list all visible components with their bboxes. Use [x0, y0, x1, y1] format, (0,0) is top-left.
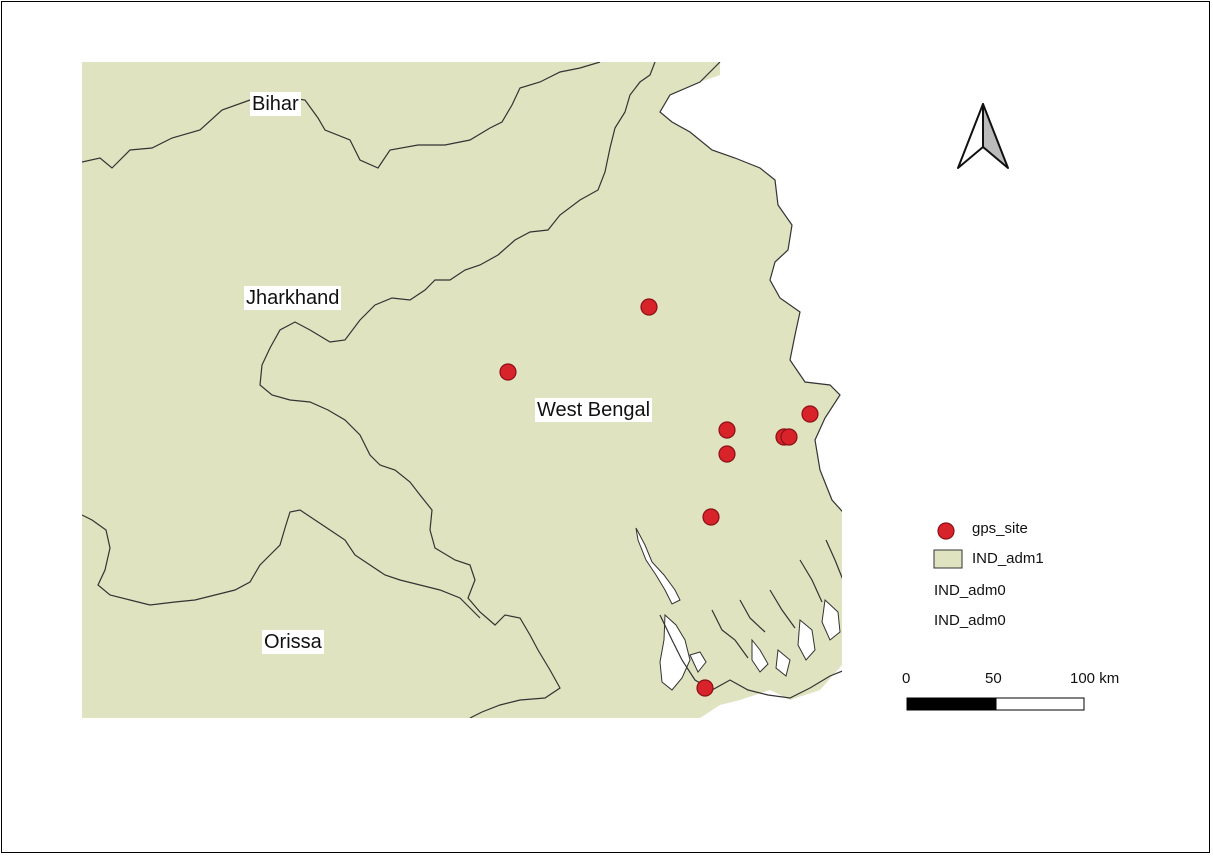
coastline [659, 539, 842, 699]
gps-site[interactable] [702, 508, 720, 526]
legend-gps-site-swatch [937, 522, 955, 540]
north-arrow-icon [957, 103, 1009, 169]
scale-bar [906, 697, 1085, 711]
gps-sites [499, 298, 819, 697]
label-west-bengal: West Bengal [535, 398, 653, 422]
gps-site[interactable] [718, 445, 736, 463]
scale-tick-50: 50 [985, 670, 1002, 687]
scale-tick-0: 0 [902, 670, 911, 687]
legend-label-ind-adm1: IND_adm1 [972, 550, 1044, 567]
border-jharkhand-westbengal [259, 62, 656, 718]
border-jharkhand-orissa [82, 509, 481, 619]
label-jharkhand: Jharkhand [244, 286, 342, 310]
gps-site[interactable] [801, 405, 819, 423]
label-bihar: Bihar [250, 92, 301, 116]
legend-ind-adm1-swatch [933, 549, 963, 569]
gps-site[interactable] [640, 298, 658, 316]
legend-label-gps-site: gps_site [972, 520, 1028, 537]
scale-tick-100: 100 km [1070, 670, 1120, 687]
border-westbengal-east [659, 62, 842, 513]
gps-site[interactable] [696, 679, 714, 697]
river-delta [635, 527, 841, 691]
legend-label-ind-adm0: IND_adm0 [934, 582, 1006, 599]
gps-site[interactable] [718, 421, 736, 439]
legend-label-ind-adm0-2: IND_adm0 [934, 612, 1006, 629]
land-area [82, 62, 842, 718]
state-borders [82, 62, 842, 718]
gps-site[interactable] [499, 363, 517, 381]
border-bihar-jharkhand [82, 62, 601, 169]
gps-site[interactable] [780, 428, 798, 446]
label-orissa: Orissa [262, 630, 324, 654]
